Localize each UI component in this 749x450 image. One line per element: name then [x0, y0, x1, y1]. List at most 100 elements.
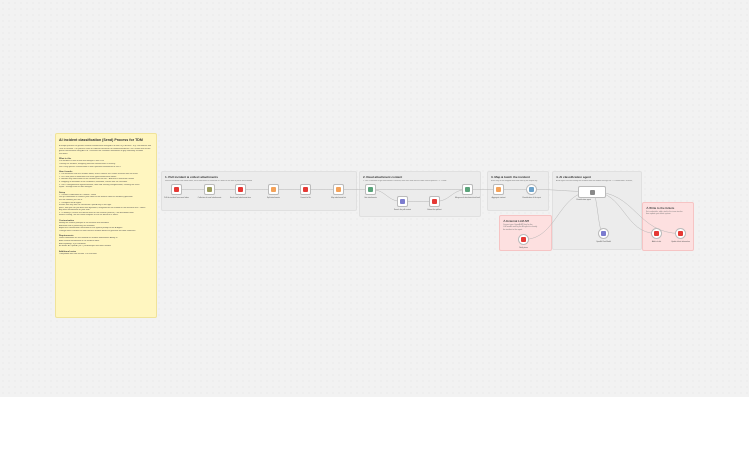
section-title: 3. Map & batch the incident: [491, 175, 530, 179]
node-label: Merge each attachment text back: [455, 197, 480, 199]
section-title: 1. Pull incident & collect attachments: [165, 175, 219, 179]
workflow-node-n13[interactable]: [578, 186, 606, 198]
node-label: Aggregate content: [491, 197, 506, 199]
node-icon: [368, 187, 373, 192]
note-section-heading: How it works: [59, 171, 73, 174]
section-title: 4. AI classification agent: [556, 175, 591, 179]
node-label: Map attachment list: [331, 197, 346, 199]
note-line: gather and incident using AI/LLM. Classi…: [59, 150, 144, 153]
note-line: Ensure this step has the connected OpenA…: [59, 204, 112, 207]
workflow-node-n9[interactable]: [429, 196, 440, 207]
workflow-node-n14[interactable]: [598, 228, 609, 239]
node-icon: [207, 187, 212, 192]
note-line: place, and you can pull data from dynami…: [59, 206, 146, 209]
workflow-node-n10[interactable]: [462, 184, 473, 195]
workflow-node-n11[interactable]: [493, 184, 504, 195]
node-icon: [654, 231, 659, 236]
node-icon: [400, 199, 405, 204]
node-label: Split attachments: [267, 197, 280, 199]
section-subtitle: 1. Use a converter to get attachment's c…: [363, 180, 447, 182]
section-subtitle: Batch any of the mapped fields and filte…: [491, 180, 538, 182]
note-line: 3. Bundles any attachment to the inciden…: [59, 178, 135, 181]
node-label: Add to ticket: [651, 241, 662, 243]
note-line: 4. Mapping all metadata to all condition…: [59, 180, 128, 183]
note-line: Add data from a previously run workflow: [59, 224, 95, 227]
connection-line: [591, 191, 681, 234]
note-line: Change which columns to write and the in…: [59, 229, 136, 232]
node-icon: [529, 187, 534, 192]
red-note-line: then update your ticket system.: [646, 213, 671, 216]
node-icon: [432, 199, 437, 204]
workflow-node-n1[interactable]: [171, 184, 182, 195]
note-line: Classify the incident, assigning relevan…: [59, 162, 116, 165]
main-note-intro: A simple process for generic incident cl…: [59, 145, 153, 155]
workflow-node-n3[interactable]: [235, 184, 246, 195]
note-section-heading: Additional notes: [59, 250, 77, 253]
note-section-heading: Setup: [59, 191, 66, 194]
node-icon: [465, 187, 470, 192]
section-title: 2. Read attachment content: [363, 175, 403, 179]
node-label: OpenAI Chat Model: [596, 241, 611, 243]
node-label: Extract the pdf text: [427, 209, 442, 211]
workflow-node-n5[interactable]: [300, 184, 311, 195]
node-icon: [336, 187, 341, 192]
workflow-node-n6[interactable]: [333, 184, 344, 195]
red-note-line: LLM model used by the AI agent to classi…: [503, 226, 538, 229]
note-line: Adjust the classification thresholds in …: [59, 227, 123, 230]
main-note-title: AI incident classification (Send) Proces…: [59, 138, 143, 142]
workflow-node-n2[interactable]: [204, 184, 215, 195]
main-sticky-note[interactable]: AI incident classification (Send) Proces…: [55, 133, 157, 318]
red-note-line: Set credentials, add a tool to the issue…: [646, 211, 683, 213]
red-note-line: Connect your OpenAI API key for the: [503, 224, 533, 226]
workflow-canvas[interactable]: AI incident classification (Send) Proces…: [0, 0, 749, 397]
workflow-node-n7[interactable]: [365, 184, 376, 195]
note-line: Compatible with n8n version 1.40 and lat…: [59, 252, 97, 255]
workflow-node-n12[interactable]: [526, 184, 537, 195]
note-line: Modify the various prompts of the incide…: [59, 222, 109, 225]
node-label: Classification agent: [576, 199, 591, 201]
workflow-node-n17[interactable]: [518, 234, 529, 245]
note-line: and more.: [59, 152, 69, 155]
note-line: 2. Configure the AI agent: [59, 201, 82, 204]
note-line: Any more information on your side.: [59, 209, 91, 212]
section-read-attachment[interactable]: 2. Read attachment content 1. Use a conv…: [359, 171, 481, 217]
workflow-node-n15[interactable]: [651, 228, 662, 239]
section-subtitle: Retrieve incidents from email inbox, eac…: [165, 180, 252, 182]
node-label: Search the pdf content: [394, 209, 411, 211]
note-line: 2. Do a first pass to determine the tick…: [59, 175, 117, 178]
note-line: Add: incident information in the inciden…: [59, 240, 100, 243]
node-icon: [521, 237, 526, 242]
workflow-node-n8[interactable]: [397, 196, 408, 207]
red-note-line: the incident in the agent.: [503, 228, 523, 231]
workflow-node-n16[interactable]: [675, 228, 686, 239]
node-label: Notify team: [519, 247, 528, 249]
node-label: Collection of email attachments: [197, 197, 222, 199]
node-icon: [271, 187, 276, 192]
node-icon: [601, 231, 606, 236]
section-pull-incident[interactable]: 1. Pull incident & collect attachments R…: [161, 171, 357, 211]
node-icon: [496, 187, 501, 192]
node-label: Convert to file: [300, 197, 311, 199]
note-line: Add capability: SQL/Database: [59, 242, 86, 245]
external-llm-note[interactable]: ⚠ External LLM API Connect your OpenAI A…: [499, 215, 552, 251]
note-section-heading: What is this: [59, 158, 72, 161]
note-section-heading: Requirements: [59, 235, 74, 238]
note-line: Set up credentials to connect your inbox…: [59, 196, 133, 199]
write-tickets-note[interactable]: ⚠ Write to the tickets Set credentials, …: [642, 202, 694, 251]
note-line: Before running, use the email template t…: [59, 214, 119, 217]
node-icon: [238, 187, 243, 192]
note-line: 3. To modify it, ensure the default note…: [59, 211, 134, 214]
section-subtitle: An AI agent that will classify the incid…: [556, 180, 633, 182]
node-icon: [174, 187, 179, 192]
node-label: Get attachments: [364, 197, 377, 199]
node-label: Classification of the input: [522, 197, 541, 199]
workflow-node-n4[interactable]: [268, 184, 279, 195]
red-note-title: ⚠ Write to the tickets: [646, 206, 675, 210]
note-line: are not needed, just use it.: [59, 198, 83, 201]
note-line: AI Model: An OpenAI (GPT) or Anthropic a…: [59, 245, 111, 248]
section-ai-agent[interactable]: 4. AI classification agent An AI agent t…: [552, 171, 642, 250]
note-line: 1. Connect credentials for Outlook / Gma…: [59, 193, 97, 196]
note-line: Read credentials are not needed for inci…: [59, 237, 118, 240]
node-label: Update ticket information: [671, 241, 690, 243]
